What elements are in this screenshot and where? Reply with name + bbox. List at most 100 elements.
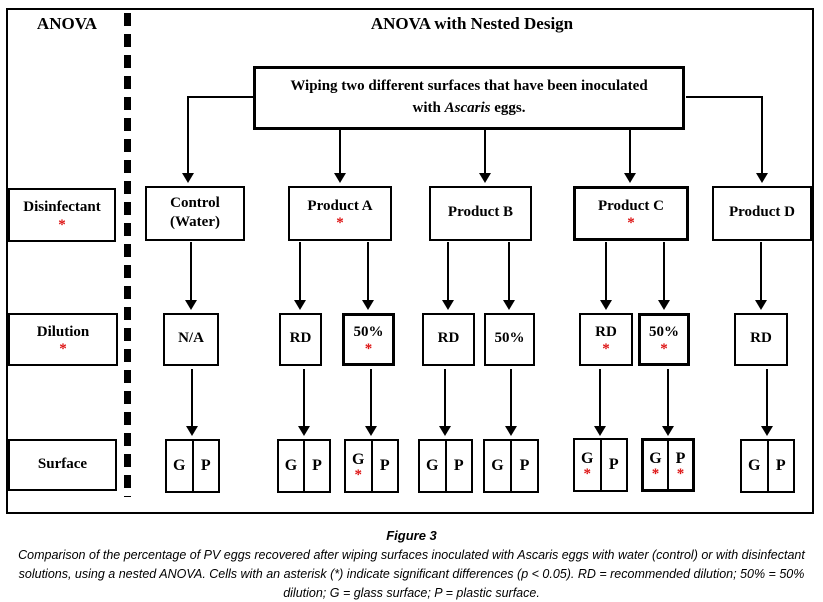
diagram-border — [6, 8, 814, 514]
node-label: 50% — [494, 330, 525, 347]
node-product-b: Product B — [429, 186, 532, 241]
cell-letter: P — [608, 456, 619, 473]
node-surface-c-rd: G * P — [573, 438, 628, 492]
node-surface-b-rd: G P — [418, 439, 473, 493]
node-dilution-b-50: 50% — [484, 313, 535, 366]
node-dilution-c-50: 50% * — [638, 313, 690, 366]
asterisk: * — [583, 465, 592, 482]
root-line1: Wiping two different surfaces that have … — [290, 78, 648, 95]
row-label-dilution: Dilution * — [8, 313, 118, 366]
row-label-disinfectant: Disinfectant * — [8, 188, 116, 242]
cell-letter: G — [649, 449, 662, 467]
node-control-water: Control (Water) — [145, 186, 245, 241]
cell-letter: G — [426, 457, 439, 474]
node-surface-d-rd: G P — [740, 439, 795, 493]
node-dilution-na: N/A — [163, 313, 219, 366]
node-label: Product C — [598, 197, 664, 214]
plastic-cell: P — [447, 441, 472, 491]
arrow-b-rd-to-surface — [439, 369, 451, 436]
row-label-text: Surface — [37, 455, 88, 472]
node-label: N/A — [178, 330, 204, 347]
node-dilution-b-rd: RD — [422, 313, 475, 366]
node-label: Product B — [447, 204, 514, 221]
cell-letter: P — [379, 457, 390, 474]
cell-letter: G — [491, 457, 504, 474]
cell-letter: P — [519, 457, 530, 474]
nested-design-header: ANOVA with Nested Design — [370, 14, 574, 33]
cell-letter: P — [312, 457, 322, 474]
glass-cell: G — [742, 441, 769, 491]
glass-cell: G — [279, 441, 305, 491]
node-surface-b-50: G P — [483, 439, 539, 493]
anova-column-header: ANOVA — [36, 14, 98, 33]
figure-caption: Comparison of the percentage of PV eggs … — [18, 548, 805, 600]
node-label-line2: (Water) — [170, 213, 220, 230]
root-line2-italic: Ascaris — [444, 100, 491, 116]
arrow-c-rd-to-surface — [594, 369, 606, 436]
row-label-surface: Surface — [8, 439, 117, 491]
node-surface-a-rd: G P — [277, 439, 331, 493]
node-product-a: Product A * — [288, 186, 392, 241]
row-label-text: Disinfectant — [23, 199, 101, 216]
glass-cell: G — [167, 441, 194, 491]
arrow-product-c-to-50 — [658, 242, 670, 310]
root-line2: with Ascaris eggs. — [413, 98, 526, 120]
arrow-product-b-to-50 — [503, 242, 515, 310]
node-surface-a-50: G * P — [344, 439, 399, 493]
node-label: 50% — [649, 323, 679, 340]
arrow-b-50-to-surface — [505, 369, 517, 436]
node-label: Product D — [729, 204, 795, 221]
asterisk: * — [59, 341, 67, 358]
root-line2-post: eggs. — [494, 100, 526, 116]
node-product-c: Product C * — [573, 186, 689, 241]
glass-cell: G * — [575, 440, 602, 490]
cell-letter: P — [200, 457, 211, 474]
arrow-product-a-to-rd — [294, 242, 306, 310]
arrow-root-to-product-c — [624, 129, 636, 183]
arrow-a-rd-to-surface — [298, 369, 310, 436]
asterisk: * — [364, 341, 373, 358]
arrow-na-to-surface — [186, 369, 198, 436]
cell-letter: G — [352, 450, 365, 468]
arrow-a-50-to-surface — [365, 369, 377, 436]
asterisk: * — [602, 341, 610, 358]
node-dilution-a-50: 50% * — [342, 313, 395, 366]
node-label: 50% — [353, 323, 384, 340]
cell-letter: P — [453, 457, 464, 474]
plastic-cell: P — [305, 441, 329, 491]
arrow-root-to-product-b — [479, 129, 491, 183]
cell-letter: G — [173, 457, 186, 474]
glass-cell: G — [485, 441, 512, 491]
arrow-product-a-to-50 — [362, 242, 374, 310]
node-label: RD — [750, 330, 772, 347]
asterisk: * — [627, 215, 635, 232]
plastic-cell: P — [512, 441, 537, 491]
node-label: Control — [170, 194, 220, 211]
cell-letter: G — [581, 449, 594, 467]
node-label: RD — [595, 323, 617, 340]
cell-letter: G — [748, 457, 761, 474]
asterisk: * — [660, 341, 668, 358]
node-dilution-c-rd: RD * — [579, 313, 633, 366]
plastic-cell: P — [602, 440, 627, 490]
glass-cell: G * — [644, 441, 669, 489]
node-label: RD — [289, 330, 312, 347]
root-line2-pre: with — [412, 100, 441, 116]
asterisk: * — [651, 465, 660, 482]
glass-cell: G — [420, 441, 447, 491]
node-surface-c-50: G * P * — [641, 438, 695, 492]
plastic-cell: P — [373, 441, 398, 491]
connector-elbow-right — [686, 96, 763, 98]
cell-letter: P — [675, 449, 686, 467]
node-dilution-a-rd: RD — [279, 313, 322, 366]
arrow-product-b-to-rd — [442, 242, 454, 310]
arrow-c-50-to-surface — [662, 369, 674, 436]
arrow-root-to-control — [182, 96, 194, 183]
node-surface-control: G P — [165, 439, 220, 493]
node-label: RD — [437, 330, 460, 347]
dashed-divider-line — [124, 13, 131, 497]
figure-title: Figure 3 — [386, 528, 437, 543]
asterisk: * — [336, 215, 344, 232]
glass-cell: G * — [346, 441, 373, 491]
